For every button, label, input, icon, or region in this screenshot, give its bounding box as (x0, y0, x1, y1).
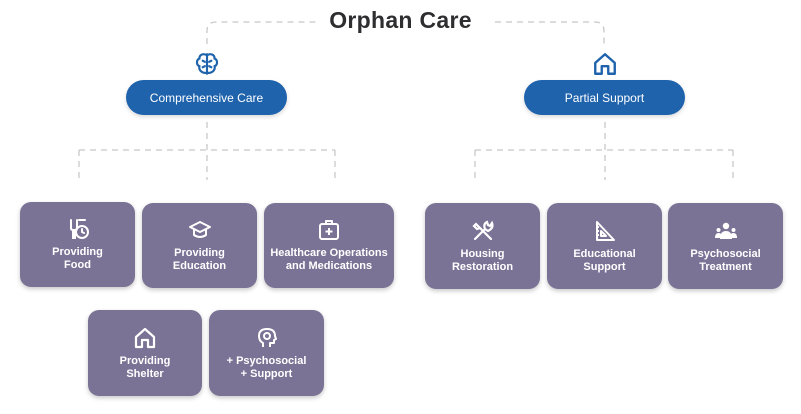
branch-comprehensive-care[interactable]: Comprehensive Care (126, 80, 287, 115)
card-providing-food[interactable]: Providing Food (20, 202, 135, 287)
card-providing-education[interactable]: Providing Education (142, 203, 257, 288)
card-label: Psychosocial Treatment (690, 247, 761, 273)
people-group-icon (714, 219, 738, 243)
card-label: Housing Restoration (451, 247, 514, 273)
home-icon (592, 51, 618, 77)
card-providing-shelter[interactable]: Providing Shelter (88, 310, 202, 396)
connector-title-left (206, 21, 318, 44)
mind-head-icon (255, 326, 279, 350)
connector-title-right (495, 21, 605, 44)
card-psychosocial-support[interactable]: + Psychosocial + Support (209, 310, 324, 396)
branch-partial-support[interactable]: Partial Support (524, 80, 685, 115)
first-aid-kit-icon (317, 218, 341, 242)
brain-icon (194, 51, 220, 77)
card-label: Providing Food (52, 246, 103, 271)
diagram-title: Orphan Care (329, 7, 472, 33)
graduation-cap-icon (188, 218, 212, 242)
card-label: + Psychosocial + Support (226, 354, 307, 380)
food-timer-icon (66, 217, 90, 241)
set-square-icon (593, 219, 617, 243)
card-healthcare-operations[interactable]: Healthcare Operations and Medications (264, 203, 394, 288)
home-icon (133, 326, 157, 350)
card-label: Educational Support (573, 247, 636, 273)
tools-icon (471, 219, 495, 243)
card-label: Healthcare Operations and Medications (270, 247, 388, 272)
card-label: Providing Education (172, 247, 227, 272)
card-label: Providing Shelter (119, 354, 171, 380)
card-educational-support[interactable]: Educational Support (547, 203, 662, 289)
card-psychosocial-treatment[interactable]: Psychosocial Treatment (668, 203, 783, 289)
card-housing-restoration[interactable]: Housing Restoration (425, 203, 540, 289)
